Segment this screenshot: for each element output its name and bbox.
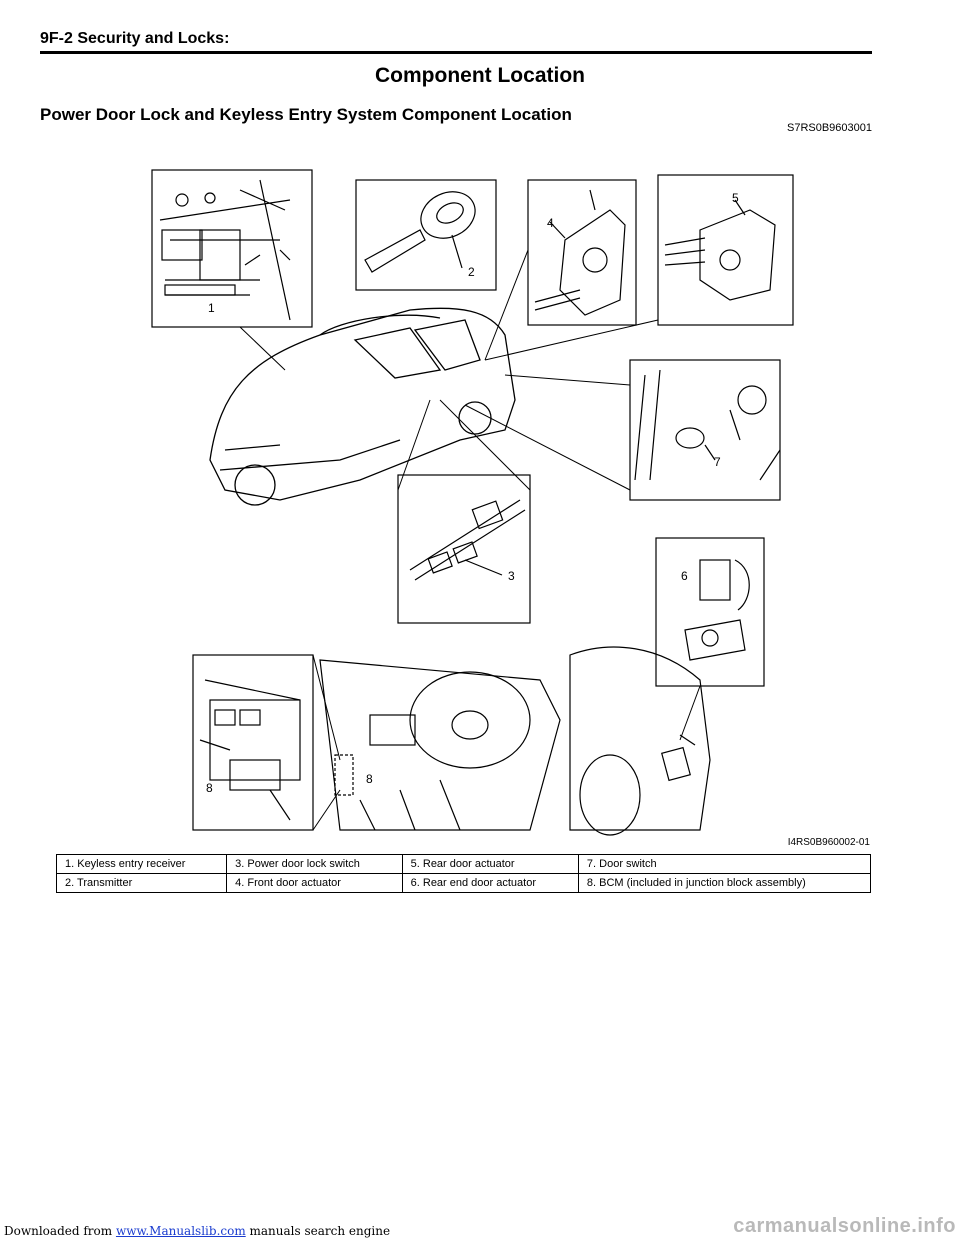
vehicle-rear-scene bbox=[569, 646, 711, 836]
callout-7: 7 bbox=[714, 455, 721, 469]
callout-5: 5 bbox=[732, 191, 739, 205]
legend-cell: 1. Keyless entry receiver bbox=[55, 854, 228, 874]
footer-suffix: manuals search engine bbox=[245, 1224, 391, 1238]
legend-cell: 8. BCM (included in junction block assem… bbox=[577, 873, 872, 893]
legend-cell: 2. Transmitter bbox=[55, 873, 228, 893]
table-row: 1. Keyless entry receiver 3. Power door … bbox=[55, 854, 872, 874]
figure-code: I4RS0B960002-01 bbox=[787, 837, 870, 848]
manualslib-link[interactable]: www.Manualslib.com bbox=[115, 1224, 246, 1238]
inset-rear-end-door-actuator bbox=[655, 537, 765, 687]
callout-8b: 8 bbox=[366, 772, 373, 786]
inset-keyless-receiver bbox=[151, 169, 313, 328]
watermark: carmanualsonline.info bbox=[733, 1215, 956, 1237]
section-title: Power Door Lock and Keyless Entry System… bbox=[40, 105, 572, 124]
dashboard-scene bbox=[319, 659, 561, 831]
callout-labels: 1 2 3 4 5 6 7 8 8 bbox=[206, 191, 739, 795]
table-row: 2. Transmitter 4. Front door actuator 6.… bbox=[55, 873, 872, 893]
inset-bcm-junction-block bbox=[192, 654, 314, 831]
inset-front-door-actuator bbox=[527, 179, 637, 326]
callout-3: 3 bbox=[508, 569, 515, 583]
legend-cell: 3. Power door lock switch bbox=[226, 854, 403, 874]
legend-table: 1. Keyless entry receiver 3. Power door … bbox=[55, 854, 872, 893]
legend-cell: 6. Rear end door actuator bbox=[401, 873, 579, 893]
component-location-figure: 1 2 3 4 5 6 7 8 8 bbox=[151, 169, 794, 836]
legend-cell: 4. Front door actuator bbox=[226, 873, 403, 893]
inset-door-switch bbox=[629, 359, 781, 501]
inset-power-door-lock-switch bbox=[397, 474, 531, 624]
callout-6: 6 bbox=[681, 569, 688, 583]
page-title: Component Location bbox=[375, 64, 585, 87]
legend-cell: 7. Door switch bbox=[577, 854, 872, 874]
header-rule bbox=[40, 51, 872, 54]
callout-4: 4 bbox=[547, 216, 554, 230]
download-footer: Downloaded from www.Manualslib.com manua… bbox=[4, 1224, 390, 1238]
leader-lines bbox=[239, 249, 701, 831]
callout-2: 2 bbox=[468, 265, 475, 279]
callout-8a: 8 bbox=[206, 781, 213, 795]
inset-rear-door-actuator bbox=[657, 174, 794, 326]
inset-transmitter bbox=[355, 179, 497, 291]
running-header: 9F-2 Security and Locks: bbox=[40, 30, 230, 47]
callout-1: 1 bbox=[208, 301, 215, 315]
section-code: S7RS0B9603001 bbox=[786, 122, 872, 134]
legend-cell: 5. Rear door actuator bbox=[401, 854, 579, 874]
vehicle-outline bbox=[209, 307, 516, 506]
footer-prefix: Downloaded from bbox=[4, 1224, 113, 1238]
